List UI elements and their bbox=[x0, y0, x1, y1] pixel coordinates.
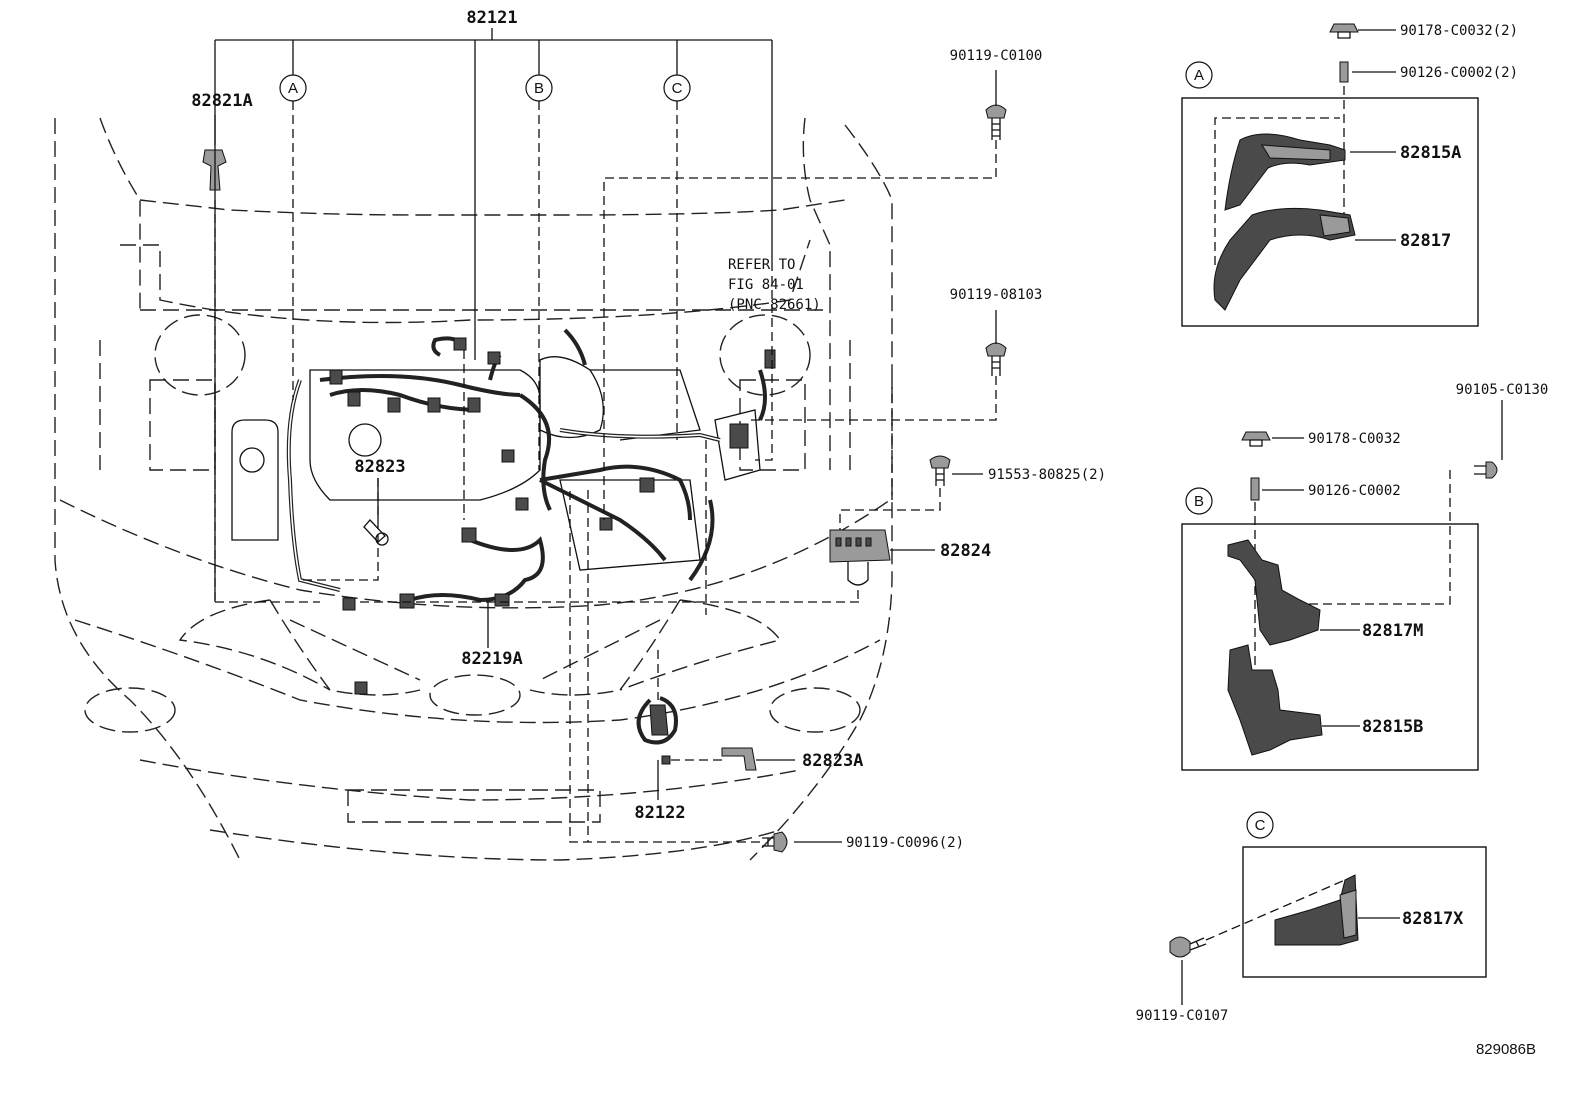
callout-90119-C0107: 90119-C0107 bbox=[1136, 1008, 1229, 1024]
refer-note-line3: (PNC 82661) bbox=[728, 297, 821, 313]
section-marker-c-label: C bbox=[672, 80, 683, 97]
section-marker-a-label: A bbox=[288, 80, 298, 97]
callout-82823: 82823 bbox=[354, 457, 405, 477]
detail-c: C 82817X 90119-C0107 bbox=[1136, 811, 1487, 1024]
callout-82121: 82121 bbox=[466, 8, 517, 28]
engine-harness bbox=[202, 149, 776, 695]
detail-a-marker bbox=[1185, 61, 1213, 89]
detail-c-marker-label: C bbox=[1255, 817, 1266, 834]
ground-wire-82122 bbox=[636, 696, 678, 765]
refer-note: REFER TO FIG 84-01 (PNC 82661) bbox=[728, 257, 821, 313]
detail-b-marker-label: B bbox=[1194, 493, 1204, 510]
coolant-reservoir bbox=[231, 419, 279, 541]
detail-c-frame bbox=[1242, 846, 1487, 978]
callout-82823A: 82823A bbox=[802, 751, 863, 771]
callout-82219A: 82219A bbox=[461, 649, 522, 669]
callout-90178-C0032-2: 90178-C0032(2) bbox=[1400, 23, 1518, 39]
callout-82821A: 82821A bbox=[191, 91, 252, 111]
leader-lines bbox=[214, 28, 997, 843]
detail-a-marker-label: A bbox=[1194, 67, 1204, 84]
callout-90119-C0096: 90119-C0096(2) bbox=[846, 835, 964, 851]
callout-90105-C0130: 90105-C0130 bbox=[1456, 382, 1549, 398]
callout-82817X: 82817X bbox=[1402, 909, 1464, 929]
callout-82817: 82817 bbox=[1400, 231, 1451, 251]
section-marker-a bbox=[279, 74, 307, 102]
callout-90126-C0002: 90126-C0002 bbox=[1308, 483, 1401, 499]
section-marker-b-label: B bbox=[534, 80, 544, 97]
relay-block-82824 bbox=[829, 529, 891, 586]
air-box bbox=[539, 356, 604, 439]
detail-b: B 90105-C0130 90178-C0032 90126-C0002 82… bbox=[1181, 382, 1549, 771]
callout-82824: 82824 bbox=[940, 541, 991, 561]
relay-box bbox=[714, 409, 761, 481]
callout-labels: 82121 82821A 82823 82219A 82824 82823A 8… bbox=[191, 8, 1106, 851]
detail-a: A 90178-C0032(2) 90126-C0002(2) 82815A 8… bbox=[1181, 23, 1518, 327]
refer-note-line1: REFER TO bbox=[728, 257, 795, 273]
refer-note-line2: FIG 84-01 bbox=[728, 277, 804, 293]
vehicle-outline bbox=[54, 117, 893, 861]
callout-90119-C0100: 90119-C0100 bbox=[950, 48, 1043, 64]
detail-b-frame bbox=[1181, 523, 1479, 771]
section-marker-b bbox=[525, 74, 553, 102]
callout-90119-08103: 90119-08103 bbox=[950, 287, 1043, 303]
engine-cover bbox=[309, 369, 541, 501]
section-markers: A B C bbox=[279, 74, 691, 102]
detail-c-marker bbox=[1246, 811, 1274, 839]
fasteners bbox=[762, 104, 1007, 853]
callout-82122: 82122 bbox=[634, 803, 685, 823]
callout-91553-80825: 91553-80825(2) bbox=[988, 467, 1106, 483]
detail-b-marker bbox=[1185, 487, 1213, 515]
callout-90178-C0032: 90178-C0032 bbox=[1308, 431, 1401, 447]
figure-id: 829086B bbox=[1476, 1041, 1536, 1058]
detail-a-frame bbox=[1181, 97, 1479, 327]
callout-90126-C0002-2: 90126-C0002(2) bbox=[1400, 65, 1518, 81]
callout-82815B: 82815B bbox=[1362, 717, 1423, 737]
callout-82817M: 82817M bbox=[1362, 621, 1423, 641]
section-marker-c bbox=[663, 74, 691, 102]
bracket-82823A bbox=[721, 747, 757, 771]
callout-82815A: 82815A bbox=[1400, 143, 1461, 163]
